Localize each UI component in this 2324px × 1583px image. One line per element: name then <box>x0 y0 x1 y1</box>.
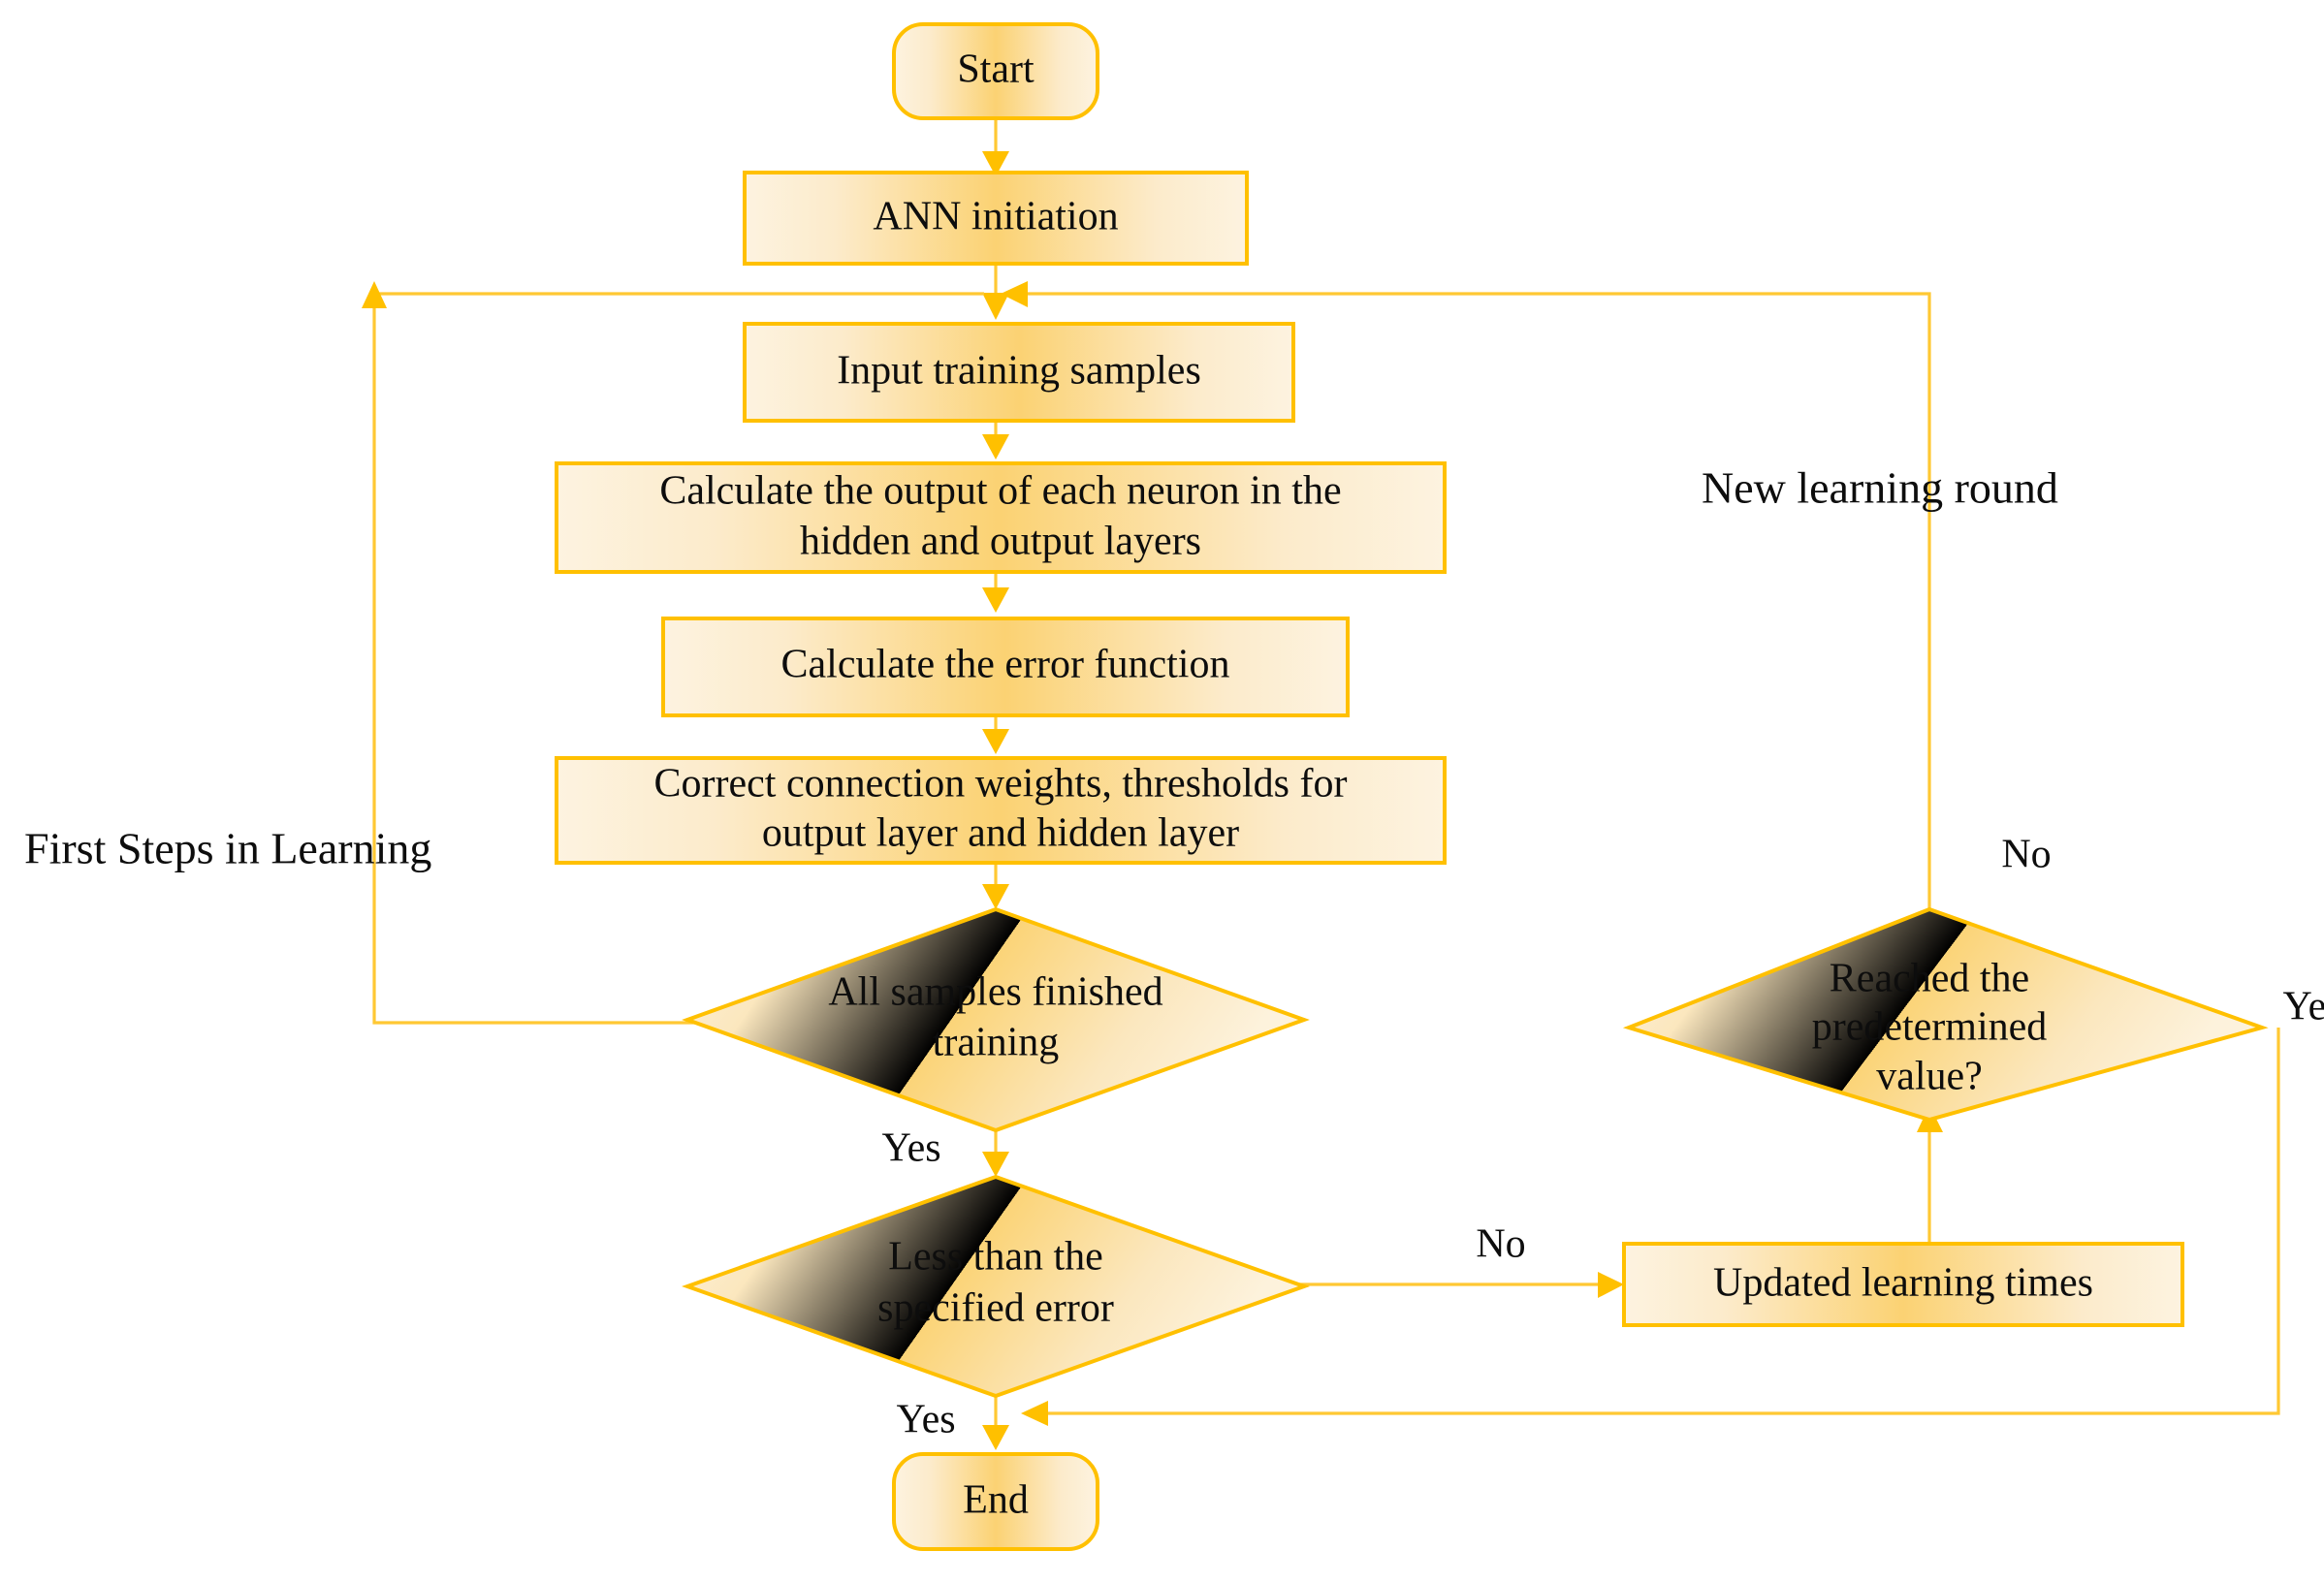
connector-updated-to-reached <box>1917 1105 1943 1246</box>
node-all-samples-finished[interactable]: All samples finished training <box>682 906 1310 1133</box>
connector-calc-output-to-calc-error <box>982 572 1009 613</box>
node-end[interactable]: End <box>892 1452 1099 1551</box>
node-all-samples-finished-line2: training <box>933 1021 1060 1065</box>
connector-all-samples-loop-to-input <box>362 281 984 1025</box>
node-end-label: End <box>963 1478 1029 1523</box>
connector-less-error-to-end <box>982 1396 1009 1450</box>
node-calculate-output-line2: hidden and output layers <box>800 520 1201 564</box>
node-reached-predetermined-value-line3: value? <box>1876 1055 1983 1099</box>
node-ann-initiation[interactable]: ANN initiation <box>743 171 1249 266</box>
node-less-than-specified-error-line2: specified error <box>877 1286 1114 1331</box>
connector-correct-to-all-samples <box>982 863 1009 909</box>
connector-calc-error-to-correct <box>982 715 1009 754</box>
node-correct-weights-line1: Correct connection weights, thresholds f… <box>654 762 1348 807</box>
node-correct-weights[interactable]: Correct connection weights, thresholds f… <box>555 756 1447 865</box>
node-start[interactable]: Start <box>892 22 1099 120</box>
node-updated-learning-times[interactable]: Updated learning times <box>1622 1242 2184 1327</box>
connector-ann-init-to-input <box>982 264 1009 320</box>
node-reached-predetermined-value-line1: Reached the <box>1830 957 2029 1001</box>
node-reached-predetermined-value[interactable]: Reached the predetermined value? <box>1622 906 2269 1123</box>
connector-all-samples-to-less-error <box>982 1130 1009 1177</box>
annotation-new-learning-round: New learning round <box>1702 463 2058 513</box>
edge-label-reached-yes: Yes <box>2282 985 2324 1029</box>
node-less-than-specified-error[interactable]: Less than the specified error <box>682 1174 1310 1399</box>
edge-label-less-error-no: No <box>1476 1222 1525 1267</box>
connector-reached-no-to-input <box>1001 281 1931 909</box>
node-updated-learning-times-label: Updated learning times <box>1713 1261 2093 1306</box>
node-calculate-output-line1: Calculate the output of each neuron in t… <box>659 469 1341 514</box>
node-start-label: Start <box>957 47 1035 92</box>
node-all-samples-finished-line1: All samples finished <box>828 970 1162 1015</box>
edge-label-reached-no: No <box>2001 833 2051 877</box>
connector-less-error-to-updated <box>1297 1272 1624 1298</box>
node-input-training-samples-label: Input training samples <box>837 349 1201 394</box>
edge-label-all-samples-yes: Yes <box>881 1126 940 1171</box>
node-calculate-output[interactable]: Calculate the output of each neuron in t… <box>555 461 1447 574</box>
node-ann-initiation-label: ANN initiation <box>873 195 1118 239</box>
edge-label-less-error-yes: Yes <box>896 1398 955 1442</box>
node-input-training-samples[interactable]: Input training samples <box>743 322 1295 423</box>
connector-input-to-calc-output <box>982 421 1009 459</box>
node-less-than-specified-error-line1: Less than the <box>888 1235 1103 1280</box>
connector-reached-yes-to-end <box>1021 1028 2280 1426</box>
node-correct-weights-line2: output layer and hidden layer <box>762 811 1239 856</box>
connector-start-to-ann-init <box>982 118 1009 176</box>
node-calculate-error-function-label: Calculate the error function <box>781 643 1230 687</box>
node-calculate-error-function[interactable]: Calculate the error function <box>661 617 1350 717</box>
node-reached-predetermined-value-line2: predetermined <box>1812 1005 2048 1050</box>
annotation-first-steps-in-learning: First Steps in Learning <box>24 824 431 873</box>
